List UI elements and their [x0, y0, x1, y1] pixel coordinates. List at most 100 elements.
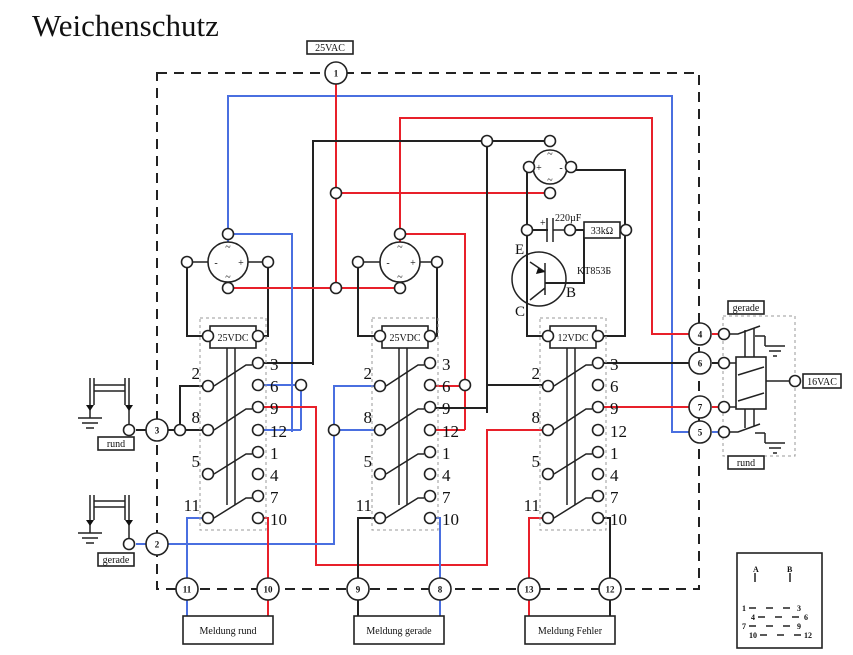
pin-label: 12: [270, 422, 287, 441]
svg-text:gerade: gerade: [103, 555, 130, 566]
pin-label: 11: [524, 496, 540, 515]
svg-text:E: E: [515, 242, 524, 258]
svg-text:~: ~: [225, 242, 231, 253]
pin-label: 6: [610, 377, 619, 396]
pin-label: 1: [442, 444, 451, 463]
pin-label: 3: [442, 355, 451, 374]
svg-text:+: +: [536, 163, 542, 174]
svg-text:~: ~: [397, 272, 403, 283]
svg-text:~: ~: [225, 272, 231, 283]
svg-text:7: 7: [742, 622, 746, 631]
pin-label: 5: [364, 452, 373, 471]
svg-text:16VAC: 16VAC: [807, 377, 837, 388]
pin-label: 5: [192, 452, 201, 471]
pin-label: 12: [610, 422, 627, 441]
bridge-rectifier-1: ~ - + ~: [180, 227, 275, 295]
svg-text:4: 4: [751, 613, 755, 622]
svg-text:12: 12: [804, 631, 812, 640]
pin-label: 10: [442, 510, 459, 529]
wires: [136, 84, 728, 616]
pin-label: 3: [270, 355, 279, 374]
bridge-rectifier-2: ~ - + ~: [351, 227, 444, 295]
terminal-11: 11: [175, 577, 199, 601]
contact-legend: A B 1 3 4 6 7 9 10 12: [736, 552, 823, 649]
svg-text:+: +: [540, 218, 546, 229]
svg-text:5: 5: [698, 428, 703, 438]
svg-text:A: A: [753, 565, 759, 574]
svg-text:12: 12: [606, 585, 616, 595]
pin-label: 9: [442, 399, 451, 418]
svg-text:3: 3: [155, 426, 160, 436]
resistor: 33kΩ: [583, 221, 633, 239]
pin-label: 8: [532, 408, 541, 427]
svg-text:9: 9: [356, 585, 361, 595]
svg-text:B: B: [566, 285, 576, 301]
svg-text:9: 9: [797, 622, 801, 631]
pin-label: 2: [532, 364, 541, 383]
svg-text:3: 3: [797, 604, 801, 613]
track-switch-rund: rund: [78, 378, 135, 451]
svg-text:~: ~: [397, 242, 403, 253]
pin-label: 11: [184, 496, 200, 515]
pin-label: 1: [610, 444, 619, 463]
pin-label: 8: [192, 408, 201, 427]
svg-text:11: 11: [183, 585, 192, 595]
coil-label: 12VDC: [557, 333, 588, 344]
svg-text:10: 10: [749, 631, 757, 640]
svg-text:4: 4: [698, 330, 703, 340]
pin-label: 2: [192, 364, 201, 383]
svg-text:2: 2: [155, 540, 160, 550]
pin-label: 6: [442, 377, 451, 396]
svg-text:220µF: 220µF: [555, 213, 582, 224]
pin-label: 4: [442, 466, 451, 485]
terminal-10: 10: [256, 577, 280, 601]
terminal-12: 12: [598, 577, 622, 601]
pin-label: 9: [270, 399, 279, 418]
pin-label: 7: [270, 488, 279, 507]
terminal-4: 4: [688, 322, 712, 346]
svg-text:C: C: [515, 304, 525, 320]
pin-label: 5: [532, 452, 541, 471]
svg-text:6: 6: [804, 613, 808, 622]
svg-text:Meldung rund: Meldung rund: [200, 626, 257, 637]
svg-text:10: 10: [264, 585, 274, 595]
capacitor: + 220µF: [520, 213, 582, 242]
terminal-7: 7: [688, 395, 712, 419]
terminal-5: 5: [688, 420, 712, 444]
coil-label: 25VDC: [389, 333, 420, 344]
pin-label: 12: [442, 422, 459, 441]
pin-label: 11: [356, 496, 372, 515]
svg-text:-: -: [386, 258, 389, 269]
terminal-2: 2: [145, 532, 169, 556]
svg-text:Meldung Fehler: Meldung Fehler: [538, 626, 603, 637]
svg-text:1: 1: [742, 604, 746, 613]
svg-text:33kΩ: 33kΩ: [591, 226, 613, 237]
pin-label: 6: [270, 377, 279, 396]
pin-label: 7: [442, 488, 451, 507]
svg-text:-: -: [214, 258, 217, 269]
output-meldung-fehler: Meldung Fehler: [524, 615, 616, 645]
pin-label: 3: [610, 355, 619, 374]
output-meldung-gerade: Meldung gerade: [353, 615, 445, 645]
page-title: Weichenschutz: [32, 8, 219, 43]
svg-text:gerade: gerade: [733, 303, 760, 314]
svg-text:KT853Б: KT853Б: [577, 266, 611, 277]
svg-text:Meldung gerade: Meldung gerade: [366, 626, 432, 637]
pin-label: 9: [610, 399, 619, 418]
svg-text:~: ~: [547, 175, 553, 186]
relays: 25VDC28511369121471025VDC285113691214710…: [184, 317, 627, 531]
terminal-3: 3: [145, 418, 169, 442]
turnout-drive: gerade rund 16VAC: [717, 300, 842, 470]
pin-label: 7: [610, 488, 619, 507]
svg-text:6: 6: [698, 359, 703, 369]
pin-label: 8: [364, 408, 373, 427]
terminal-13: 13: [517, 577, 541, 601]
svg-text:+: +: [410, 258, 416, 269]
pin-label: 1: [270, 444, 279, 463]
terminal-1: 1: [324, 61, 348, 85]
